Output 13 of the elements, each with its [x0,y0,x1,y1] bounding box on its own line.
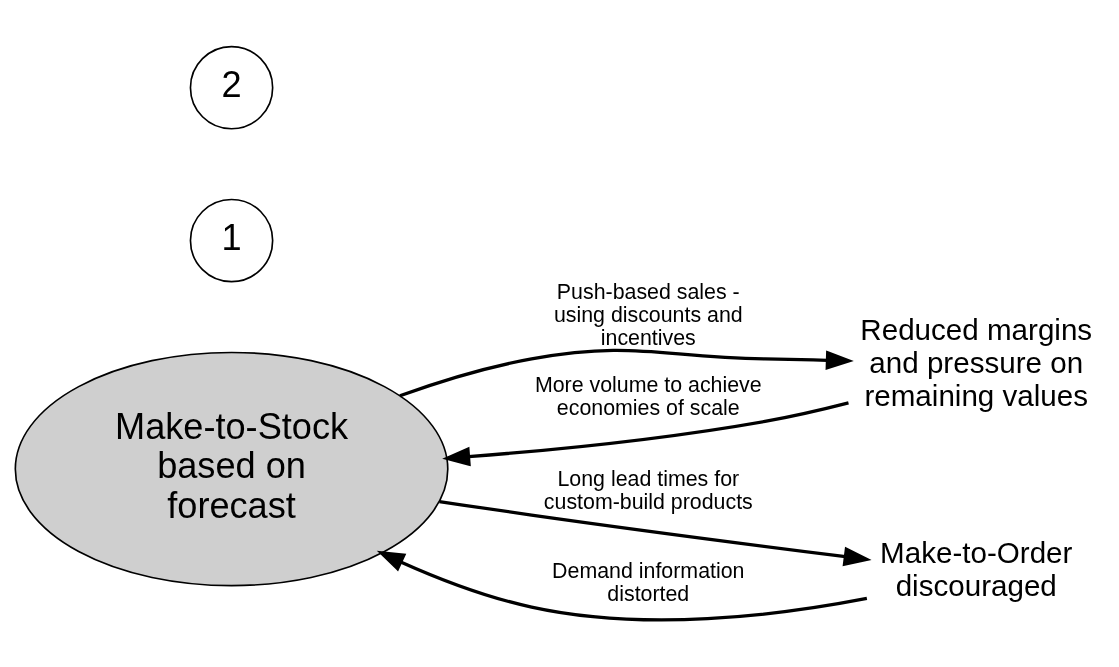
arrow [399,348,854,398]
node-circle: 1 [189,198,274,283]
arrow [442,401,849,467]
edge-label: Long lead times for custom-build products [543,467,753,515]
edge-label: Demand information distorted [552,559,745,607]
node-circle: 2 [189,45,274,130]
node-text: Make-to-Order discouraged [880,536,1073,603]
edge-label: Push-based sales - using discounts and incentives [553,279,743,350]
node-text: Reduced margins and pressure on remaining values [860,312,1093,412]
node-ellipse: Make-to-Stock based on forecast [14,351,449,587]
edge-label: More volume to achieve economies of scale [534,373,762,421]
arrow [439,499,872,567]
arrow [376,550,868,622]
